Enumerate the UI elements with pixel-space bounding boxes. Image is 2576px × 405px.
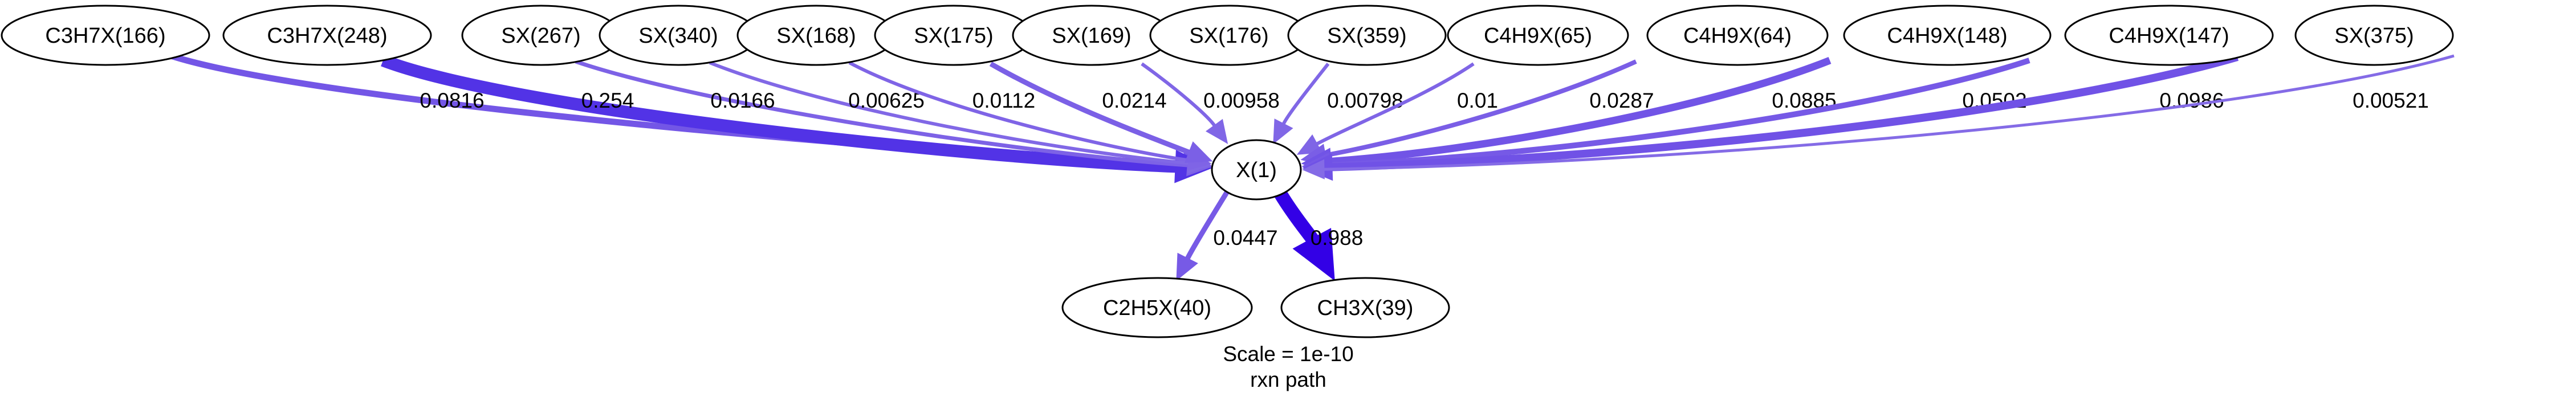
node-SX(175): SX(175): [874, 5, 1033, 66]
node-label: C4H9X(148): [1887, 24, 2007, 48]
node-ellipse: [1287, 5, 1447, 66]
edge-label: 0.00625: [848, 89, 925, 112]
node-label: CH3X(39): [1317, 296, 1414, 320]
node-SX(168): SX(168): [736, 5, 896, 66]
node-label: C4H9X(147): [2109, 24, 2229, 48]
edge-line: [575, 59, 1189, 167]
node-ellipse: [1280, 277, 1450, 338]
edge-line: [1324, 59, 1637, 158]
node-label: X(1): [1236, 158, 1277, 182]
edge-arrowhead: [1184, 141, 1213, 163]
node-ellipse: [2294, 5, 2454, 66]
edge-line: [989, 62, 1191, 155]
edge-arrowhead: [1205, 118, 1228, 144]
node-label: SX(168): [776, 24, 856, 48]
node-ellipse: [2064, 5, 2274, 66]
node-SX(176): SX(176): [1149, 5, 1309, 66]
node-C2H5X(40): C2H5X(40): [1061, 277, 1253, 338]
node-label: C3H7X(166): [45, 24, 165, 48]
node-SX(267): SX(267): [461, 5, 621, 66]
edge-label: 0.0166: [710, 89, 775, 112]
edge-label: 0.00958: [1203, 89, 1280, 112]
node-SX(359): SX(359): [1287, 5, 1447, 66]
node-C4H9X(148): C4H9X(148): [1843, 5, 2052, 66]
edge-line: [709, 61, 1190, 165]
edge-SX(175)-to-X(1): 0.0214: [989, 62, 1213, 163]
edge-line: [1141, 62, 1216, 127]
edge-arrowhead: [1273, 118, 1293, 145]
node-ellipse: [1447, 5, 1629, 66]
node-label: SX(375): [2334, 24, 2414, 48]
node-SX(375): SX(375): [2294, 5, 2454, 66]
edge-SX(176)-to-X(1): 0.00798: [1273, 63, 1403, 145]
edge-line: [381, 54, 1177, 173]
edge-X(1)-to-C2H5X(40): 0.0447: [1176, 191, 1278, 281]
edge-label: 0.0287: [1589, 89, 1654, 112]
node-ellipse: [1211, 139, 1302, 201]
node-ellipse: [1843, 5, 2052, 66]
edge-line: [1281, 63, 1330, 125]
node-label: C4H9X(65): [1484, 24, 1592, 48]
edge-line: [1273, 189, 1318, 243]
edge-SX(359)-to-X(1): 0.01: [1296, 62, 1498, 155]
edge-line: [1331, 53, 2239, 171]
node-label: C4H9X(64): [1683, 24, 1792, 48]
caption-scale: Scale = 1e-10: [1223, 342, 1353, 366]
edge-label: 0.254: [581, 89, 634, 112]
edge-label: 0.988: [1311, 226, 1364, 249]
node-label: SX(169): [1052, 24, 1131, 48]
edge-SX(169)-to-X(1): 0.00958: [1141, 62, 1280, 144]
edge-SX(375)-to-X(1): 0.00521: [1302, 54, 2455, 179]
node-CH3X(39): CH3X(39): [1280, 277, 1450, 338]
node-ellipse: [222, 5, 432, 66]
edge-line: [1330, 56, 1832, 165]
edge-SX(168)-to-X(1): 0.0112: [848, 61, 1212, 171]
node-label: SX(176): [1189, 24, 1268, 48]
node-label: SX(175): [914, 24, 993, 48]
node-C3H7X(166): C3H7X(166): [1, 5, 210, 66]
edge-arrowhead: [1176, 252, 1198, 281]
node-label: SX(359): [1327, 24, 1406, 48]
edge-label: 0.0816: [420, 89, 484, 112]
edge-label: 0.01: [1457, 89, 1498, 112]
caption: Scale = 1e-10 rxn path: [1223, 342, 1353, 391]
edge-label: 0.0112: [972, 89, 1035, 112]
edges-layer: 0.0816 0.254 0.0166 0.00625 0.0112 0.0214 0.00…: [170, 52, 2455, 281]
edge-X(1)-to-CH3X(39): 0.988: [1273, 189, 1364, 281]
node-C4H9X(64): C4H9X(64): [1646, 5, 1829, 66]
node-ellipse: [1, 5, 210, 66]
node-C4H9X(65): C4H9X(65): [1447, 5, 1629, 66]
node-X(1): X(1): [1211, 139, 1302, 201]
edge-label: 0.0214: [1102, 89, 1166, 112]
edge-C3H7X(248)-to-X(1): 0.254: [381, 54, 1212, 183]
node-ellipse: [1061, 277, 1253, 338]
node-SX(169): SX(169): [1012, 5, 1171, 66]
edge-arrowhead: [1302, 159, 1325, 179]
node-SX(340): SX(340): [599, 5, 758, 66]
node-label: C3H7X(248): [267, 24, 387, 48]
edge-line: [848, 61, 1190, 162]
node-C3H7X(248): C3H7X(248): [222, 5, 432, 66]
node-label: C2H5X(40): [1103, 296, 1211, 320]
node-label: SX(267): [501, 24, 580, 48]
nodes-layer: C3H7X(166) C3H7X(248) SX(267) SX(340) SX(168…: [1, 5, 2454, 338]
node-label: SX(340): [638, 24, 718, 48]
edge-line: [1328, 58, 2030, 168]
edge-line: [1185, 191, 1229, 260]
node-C4H9X(147): C4H9X(147): [2064, 5, 2274, 66]
edge-label: 0.00521: [2353, 89, 2429, 112]
edge-line: [1316, 62, 1475, 146]
edge-line: [1323, 54, 2455, 171]
edge-arrowhead: [1292, 228, 1335, 281]
node-ellipse: [1646, 5, 1829, 66]
edge-label: 0.0447: [1213, 226, 1277, 249]
caption-title: rxn path: [1250, 368, 1326, 391]
edge-arrowhead: [1296, 134, 1322, 155]
